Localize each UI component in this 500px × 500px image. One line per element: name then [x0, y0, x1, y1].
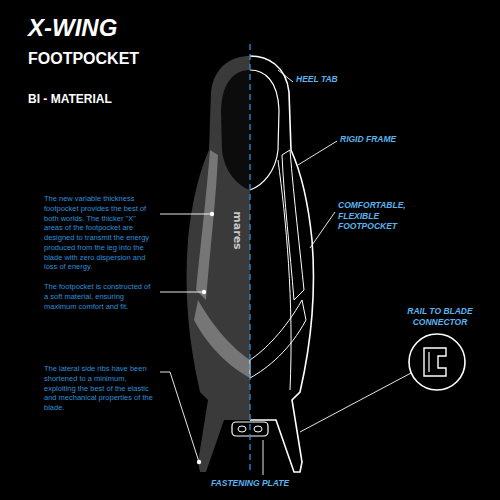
- leader-dot: [202, 290, 206, 294]
- leader-dots: [197, 212, 214, 464]
- leader-dot: [197, 460, 201, 464]
- note-text: The footpocket is constructed of a soft …: [44, 282, 156, 311]
- sketch-frame: [250, 300, 306, 378]
- part-label: RIGID FRAME: [340, 134, 430, 145]
- diagram-title: X-WING: [28, 14, 117, 42]
- rail-profile: [424, 348, 446, 376]
- leader-line: [263, 440, 264, 475]
- leader-line: [300, 373, 411, 432]
- sketch-heel: [250, 70, 279, 190]
- part-label: FASTENING PLATE: [200, 478, 300, 489]
- leader-line: [160, 372, 199, 462]
- subheading: BI - MATERIAL: [28, 92, 112, 106]
- part-label: HEEL TAB: [296, 74, 366, 85]
- leader-dot: [210, 212, 214, 216]
- rail-profile: [428, 352, 429, 372]
- sketch-half: [250, 56, 314, 472]
- sketch-frame-line: [278, 160, 291, 390]
- heading: FOOTPOCKET: [28, 50, 139, 68]
- leader-line: [298, 141, 337, 165]
- plate-hole: [254, 426, 262, 432]
- centre-line: [249, 44, 250, 474]
- leaders-left: [160, 214, 212, 462]
- leader-line: [310, 212, 335, 248]
- plate-hole: [238, 426, 246, 432]
- x-area: [196, 150, 218, 300]
- leader-line: [160, 292, 204, 293]
- note-text: The new variable thickness footpocket pr…: [44, 194, 156, 272]
- brand-mark: mares: [231, 206, 244, 256]
- part-label: RAIL TO BLADE CONNECTOR: [402, 306, 478, 327]
- leaders-right: [263, 70, 411, 475]
- heel-opening: [221, 70, 250, 190]
- footpocket-body: [187, 56, 251, 472]
- leader-line: [160, 214, 212, 215]
- part-label: COMFORTABLE, FLEXIBLE FOOTPOCKET: [338, 200, 438, 232]
- sketch-outline: [250, 56, 314, 472]
- note-text: The lateral side ribs have been shortene…: [44, 364, 156, 413]
- x-area: [194, 300, 250, 378]
- detail-circle: [409, 334, 465, 390]
- leader-line: [278, 70, 293, 82]
